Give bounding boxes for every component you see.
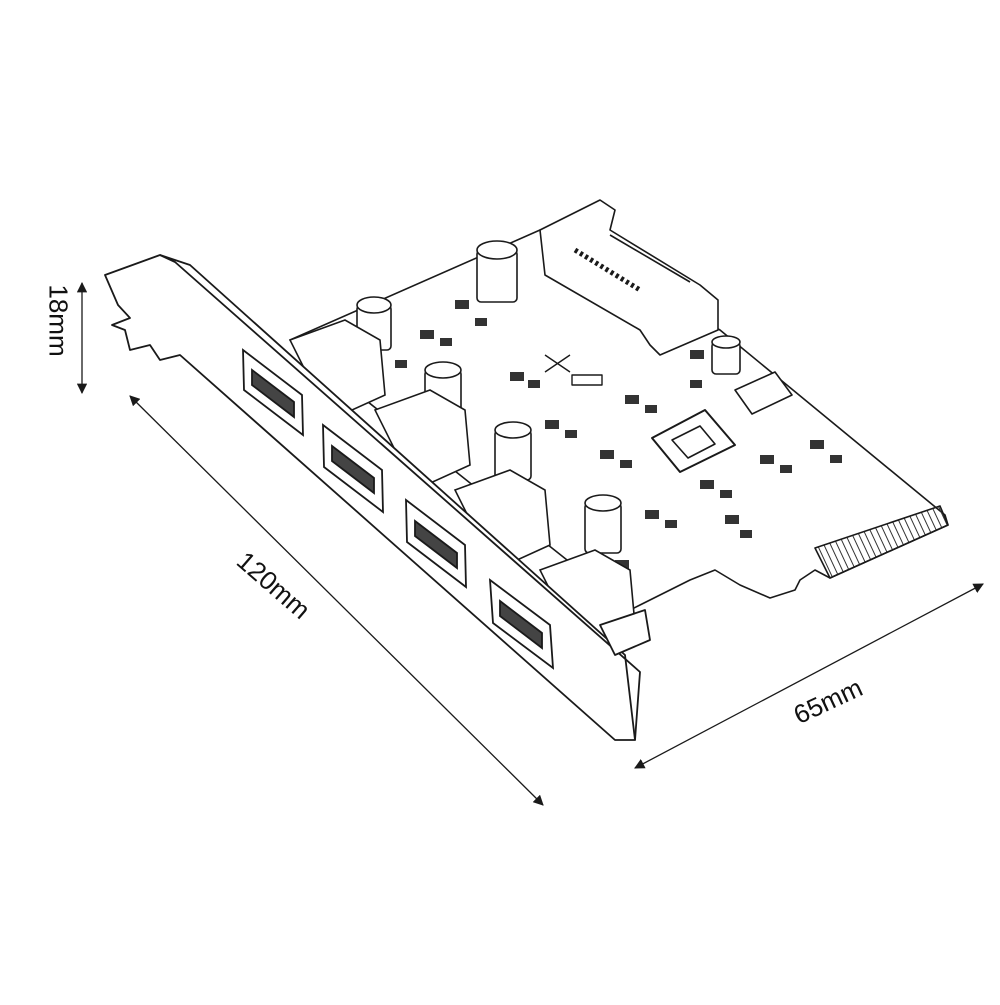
usb-port-1 [242,348,304,437]
capacitor-2 [476,240,518,303]
controller-chip [651,409,736,473]
length-dimension-line [129,395,544,806]
circuit-board [289,199,949,611]
usb-port-3 [405,498,467,589]
board-outline [289,229,949,611]
usb-port-4 [488,578,555,670]
crystal-oscillator [734,371,793,415]
width-dimension-line [634,583,984,769]
compliance-marks [544,354,603,386]
capacitor-6 [711,335,741,375]
smd-components [395,300,842,569]
height-label: 18mm [43,284,74,357]
capacitor-4 [494,421,532,481]
edge-connector [814,505,949,579]
usb-ports [242,348,555,670]
capacitor-5 [584,494,622,554]
sata-power-connector [539,199,719,356]
bracket-tab [599,609,651,656]
dimension-lines [76,281,984,806]
bracket-fold [159,254,641,741]
usb-port-2 [322,423,384,514]
